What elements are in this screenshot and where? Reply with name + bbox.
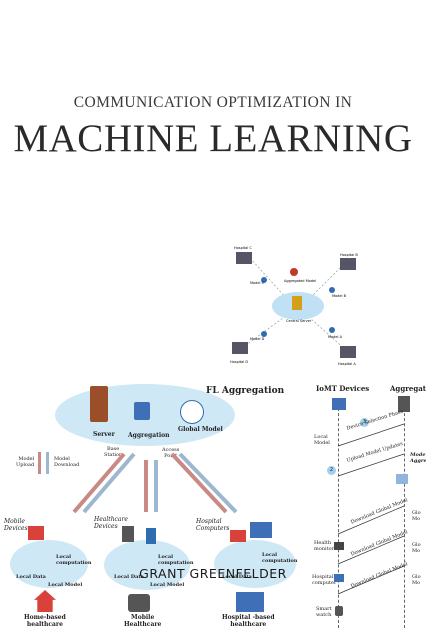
- central-server-label: Central Server: [286, 319, 312, 323]
- smart-watch-label: Smart watch: [316, 606, 332, 618]
- author-name: GRANT GREENFELDER: [139, 566, 287, 581]
- local-data-label-1: Local Data: [16, 574, 46, 580]
- model-aggregation-label: Mode Aggrega: [410, 452, 426, 464]
- hospital-c-icon: [236, 252, 252, 264]
- aggregated-model-icon: [290, 268, 298, 276]
- mobile-health-icon: [128, 594, 150, 612]
- smartwatch-icon: [122, 526, 134, 542]
- hospital-local-cloud: [214, 540, 296, 588]
- hospital-computer-label: Hospital computer: [312, 574, 337, 586]
- local-computation-label-3: Local computation: [262, 552, 298, 564]
- healthcare-local-cloud: [104, 540, 190, 590]
- phone-icon: [146, 528, 156, 544]
- global-model-short-2: Glo Mo: [412, 542, 421, 554]
- aggregator-title: Aggregator: [390, 384, 426, 393]
- health-monitor-label: Health monitor: [314, 540, 334, 552]
- computer-icon: [250, 522, 272, 538]
- home-icon: [34, 590, 56, 612]
- hospital-network-diagram: Hospital C Hospital B Hospital D Hospita…: [230, 246, 358, 366]
- server-db-icon: [292, 296, 302, 310]
- local-model-iomt-label: Local Model: [314, 434, 330, 446]
- local-data-label-2: Local Data: [114, 574, 144, 580]
- global-model-short-3: Glo Mo: [412, 574, 421, 586]
- hospital-healthcare-label: Hospital -based healthcare: [222, 614, 275, 628]
- hospital-d-label: Hospital D: [230, 360, 248, 364]
- mobile-local-cloud: [10, 540, 88, 588]
- smart-watch-icon: [335, 606, 343, 616]
- fl-aggregation-title: FL Aggregation: [206, 386, 285, 396]
- mobile-healthcare-label: Mobile Healthcare: [124, 614, 162, 628]
- hospital-building-icon: [236, 592, 264, 612]
- aggregator-server-icon: [398, 396, 410, 412]
- book-subtitle: COMMUNICATION OPTIMIZATION IN: [73, 94, 353, 111]
- hospital-b-icon: [340, 258, 356, 270]
- hospital-c-label: Hospital C: [234, 246, 252, 250]
- svg-text:Model A: Model A: [328, 335, 343, 339]
- global-model-short-1: Glo Mo: [412, 510, 421, 522]
- model-upload-label: Model Upload: [16, 456, 35, 468]
- hospital-a-label: Hospital A: [338, 362, 356, 366]
- server-label: Server: [93, 431, 115, 438]
- iomt-lifeline: [338, 398, 340, 628]
- access-point-label: Access Point: [162, 447, 180, 459]
- aggregated-model-label: Aggregated Model: [284, 279, 316, 283]
- healthcare-devices-label: Healthcare Devices: [94, 516, 128, 530]
- local-computation-label-2: Local computation: [158, 554, 194, 566]
- aggregation-label: Aggregation: [128, 432, 170, 439]
- book-title: MACHINE LEARNING: [13, 117, 413, 160]
- server-icon: [90, 386, 108, 422]
- hospital-computers-label: Hospital Computers: [196, 518, 230, 532]
- base-station-label: Base Station: [104, 446, 123, 458]
- global-model-icon: [180, 400, 204, 424]
- step-3-badge: 3: [360, 418, 369, 427]
- step-2-badge: 2: [327, 466, 336, 475]
- mobile-devices-label: Mobile Devices: [4, 518, 28, 532]
- svg-text:Model B: Model B: [332, 294, 347, 298]
- model-download-label: Model Download: [54, 456, 80, 468]
- local-data-label-3: Local Data: [222, 574, 252, 580]
- hospital-d-icon: [232, 342, 248, 354]
- iomt-computer-icon: [332, 398, 346, 410]
- fl-arrows: [72, 452, 238, 514]
- local-computation-label-1: Local computation: [56, 554, 92, 566]
- laptop-icon: [28, 526, 44, 540]
- iomt-devices-title: IoMT Devices: [316, 384, 370, 393]
- svg-text:Model D: Model D: [250, 337, 265, 341]
- local-model-label-2: Local Model: [150, 582, 185, 588]
- iomt-sequence-arrows: [337, 423, 408, 595]
- global-model-label: Global Model: [178, 426, 223, 433]
- download-arrow-icon: [46, 452, 49, 474]
- hospital-a-icon: [340, 346, 356, 358]
- aggregation-icon: [134, 402, 150, 420]
- hospital-b-label: Hospital B: [340, 253, 358, 257]
- hospital-computer-icon: [334, 574, 344, 582]
- health-monitor-icon: [334, 542, 344, 550]
- aggregator-lifeline: [404, 398, 406, 628]
- svg-text:Model C: Model C: [250, 281, 265, 285]
- monitor-icon: [230, 530, 246, 542]
- upload-arrow-icon: [38, 452, 41, 474]
- local-model-label-1: Local Model: [48, 582, 83, 588]
- home-healthcare-label: Home-based healthcare: [24, 614, 66, 628]
